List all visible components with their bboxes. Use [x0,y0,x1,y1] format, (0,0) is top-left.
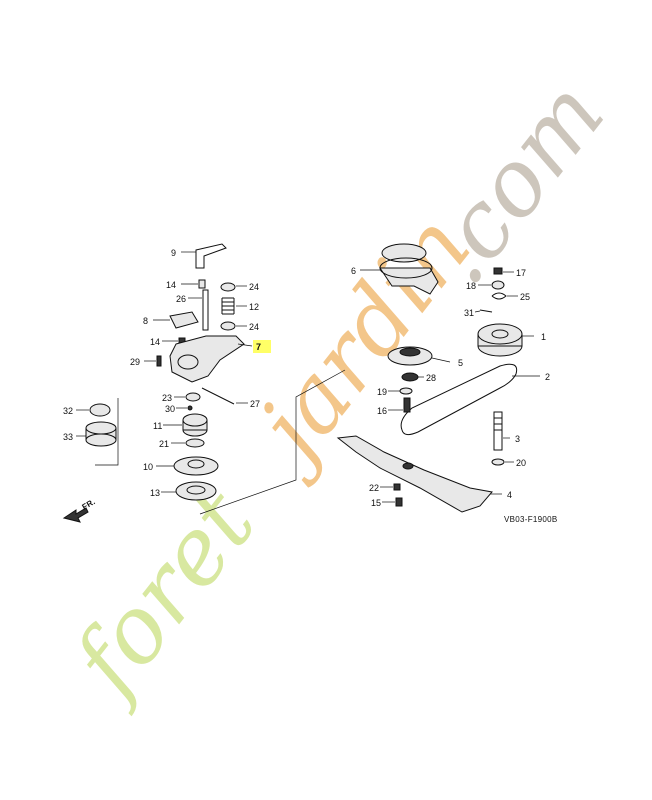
part-13-lock-disc [161,481,217,501]
callout-24-bottom: 24 [249,322,259,332]
part-7-brake-arm [169,335,253,383]
callout-12: 12 [249,302,259,312]
part-22-bolt [380,483,401,491]
callout-17: 17 [516,268,526,278]
callout-3: 3 [515,434,520,444]
assembly-bracket [95,369,346,515]
callout-33: 33 [63,432,73,442]
part-3-shaft [493,411,510,451]
part-18-washer [478,280,505,290]
front-direction-indicator: FR. [62,497,97,523]
callout-9: 9 [171,248,176,258]
callout-2: 2 [545,372,550,382]
callout-4: 4 [507,490,512,500]
part-11-pulley-small [163,413,208,437]
part-23-washer [174,392,201,402]
part-24-washer-bottom [220,321,247,331]
callout-25: 25 [520,292,530,302]
part-2-belt [400,363,540,436]
part-17-nut [493,267,514,275]
callout-21: 21 [159,439,169,449]
part-21-washer [171,438,205,448]
callout-15: 15 [371,498,381,508]
part-4-blade [336,435,502,513]
part-32-cap [76,403,111,417]
callout-22: 22 [369,483,379,493]
part-16-bolt [388,397,411,413]
callout-20: 20 [516,458,526,468]
highlight-marker [253,340,271,353]
part-33-bearing [76,421,117,447]
callout-30: 30 [165,404,175,414]
callout-8: 8 [143,316,148,326]
part-9-bracket [181,243,227,269]
part-19-washer [388,387,413,395]
part-27-long-bolt [201,387,248,405]
callout-11: 11 [153,421,162,431]
callout-16: 16 [377,406,387,416]
part-24-washer-top [220,282,247,292]
callout-14-top: 14 [166,280,176,290]
front-marker-label: FR. [81,497,97,512]
callout-23: 23 [162,393,172,403]
callout-28: 28 [426,373,436,383]
part-10-disc [156,456,219,476]
part-31-key [474,309,493,313]
part-28-bearing [401,372,424,382]
part-29-pin [144,355,162,367]
callout-1: 1 [541,332,546,342]
part-6-pulley-cover [360,243,439,295]
diagram-code: VB03-F1900B [504,515,558,524]
callout-27: 27 [250,399,260,409]
part-26-rod [188,289,209,331]
part-5-blade-pulley [387,346,451,366]
callout-14-mid: 14 [150,337,160,347]
callout-24-top: 24 [249,282,259,292]
callout-10: 10 [143,462,153,472]
callout-7: 7 [256,342,261,352]
part-30-small-pin [176,405,193,411]
callout-19: 19 [377,387,387,397]
part-25-spring-washer [491,292,518,300]
callout-32: 32 [63,406,73,416]
callout-31: 31 [464,308,474,318]
part-20-nut [491,458,514,466]
part-15-bolt [382,497,403,507]
part-14-bolt-top [181,279,206,289]
part-1-pulley [477,323,534,357]
callout-29: 29 [130,357,140,367]
callout-26: 26 [176,294,186,304]
callout-13: 13 [150,488,160,498]
part-12-spring [221,297,247,315]
callout-labels: 1 2 3 4 5 6 7 8 9 10 11 12 13 14 14 15 1… [63,248,550,508]
callout-6: 6 [351,266,356,276]
callout-5: 5 [458,358,463,368]
callout-18: 18 [466,281,476,291]
part-8-plate [153,311,199,329]
